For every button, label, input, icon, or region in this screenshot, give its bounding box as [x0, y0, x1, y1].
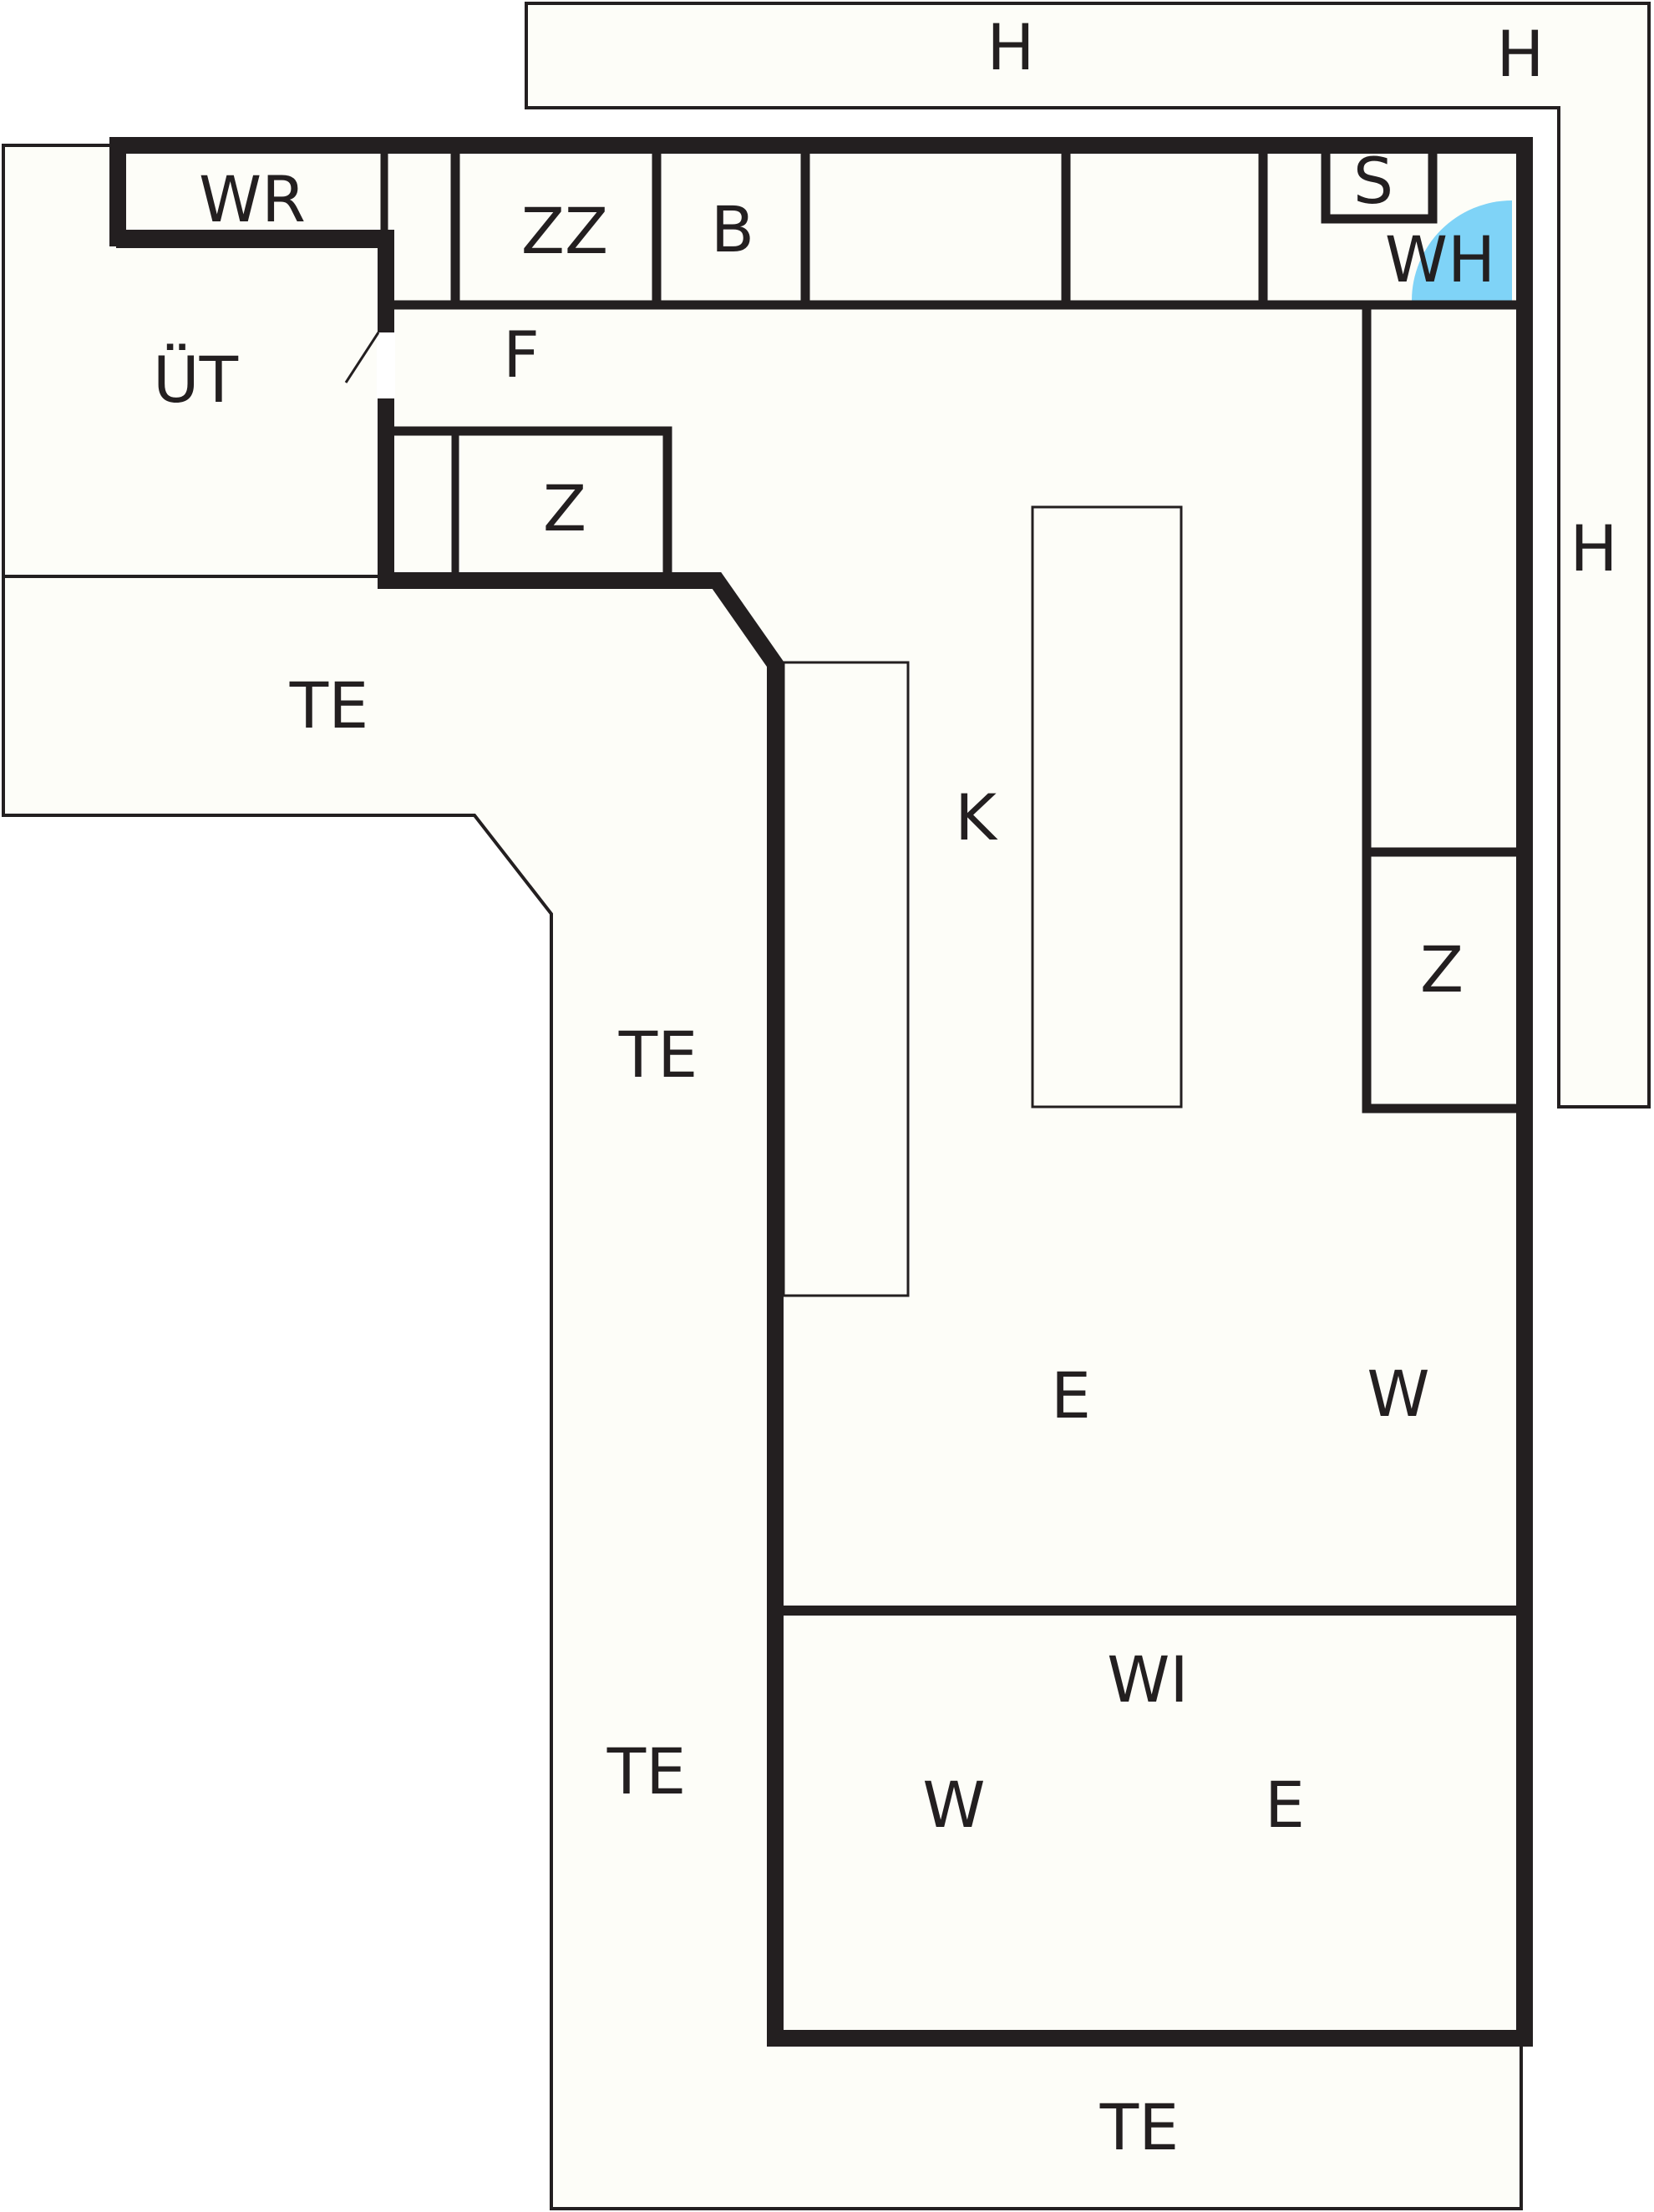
area-h-band: [525, 2, 1651, 1109]
label-wh: WH: [1385, 222, 1495, 297]
label-b: B: [711, 192, 754, 266]
label-te-upper: TE: [289, 668, 368, 743]
furniture: [782, 505, 1183, 1297]
walls: [109, 137, 1533, 2047]
label-ut: ÜT: [153, 342, 239, 417]
label-z-right: Z: [1420, 932, 1464, 1007]
water-heater-shape: [1412, 200, 1512, 301]
label-te-bottom: TE: [1099, 2090, 1179, 2164]
room-labels: H H H WR ZZ B S WH ÜT F Z TE K Z TE E W …: [153, 10, 1618, 2164]
label-wi: WI: [1107, 1642, 1189, 1717]
wall-z-left: [386, 426, 672, 581]
wall-s-box: [1321, 150, 1438, 224]
label-te-lower: TE: [606, 1734, 686, 1809]
label-z-left: Z: [543, 471, 586, 545]
label-w-main: W: [1367, 1357, 1429, 1431]
label-te-mid: TE: [618, 1017, 698, 1092]
door-opening: [377, 332, 395, 398]
label-s: S: [1353, 144, 1393, 218]
island: [1031, 505, 1183, 1109]
label-e-main: E: [1051, 1358, 1091, 1433]
label-zz: ZZ: [521, 194, 608, 268]
label-e-wi: E: [1265, 1768, 1305, 1842]
counter-left: [782, 661, 910, 1297]
interior-floor: [118, 145, 1525, 2038]
label-k: K: [955, 780, 998, 855]
floor-main: [118, 145, 1525, 2038]
label-f: F: [503, 317, 540, 392]
label-h-right: H: [1570, 511, 1617, 586]
wall-right-inner: [1362, 305, 1516, 1114]
door-leaf: [344, 332, 380, 383]
label-h-top: H: [987, 10, 1034, 84]
wall-exterior: [109, 137, 1533, 2047]
door-entrance: [344, 332, 395, 398]
label-w-wi: W: [922, 1768, 985, 1842]
label-h-corner: H: [1496, 17, 1544, 91]
label-wr: WR: [199, 162, 306, 236]
